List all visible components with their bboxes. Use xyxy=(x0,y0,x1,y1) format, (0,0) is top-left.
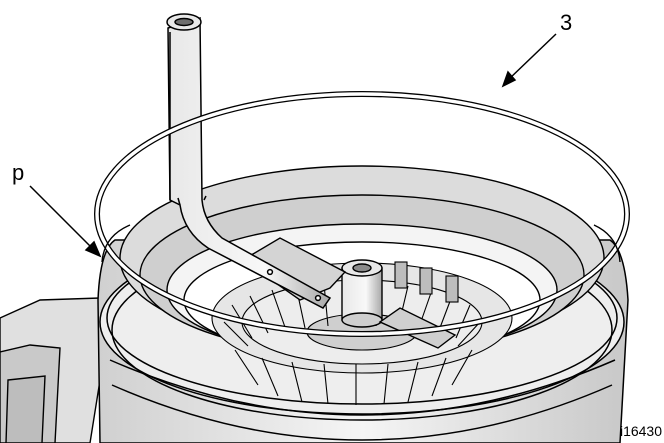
pail-rim xyxy=(101,224,621,263)
callout-leader-3 xyxy=(501,33,557,88)
callout-label-pail: p xyxy=(12,160,25,185)
center-shaft xyxy=(341,259,383,328)
tube-handle xyxy=(166,13,332,309)
figure-id: i16430 xyxy=(619,423,662,439)
impeller-fin-plates xyxy=(394,261,459,303)
o-ring xyxy=(94,91,630,337)
callout-leader-p xyxy=(29,185,102,258)
callout-label-ring: 3 xyxy=(560,10,573,35)
housing-frame xyxy=(0,297,109,443)
stir-paddle xyxy=(241,237,457,349)
